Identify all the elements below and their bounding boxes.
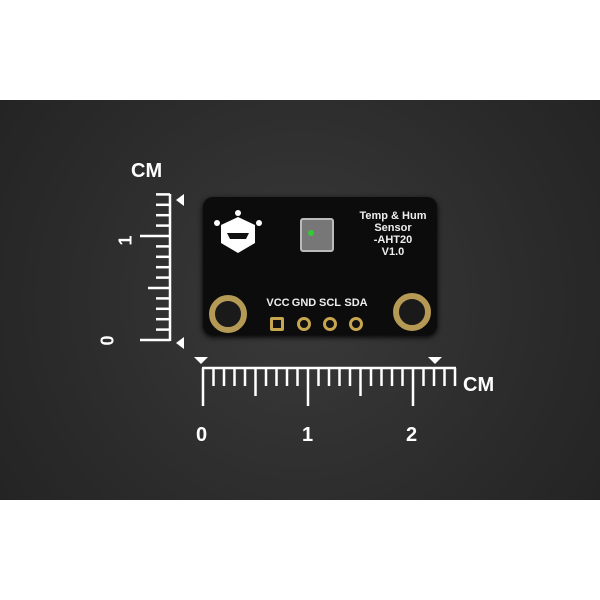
horizontal-ruler-unit: CM xyxy=(463,374,495,396)
title-line: V1.0 xyxy=(381,246,405,258)
triangle-marker-icon xyxy=(194,357,208,364)
triangle-marker-icon xyxy=(428,357,442,364)
pin-label-vcc: VCC xyxy=(266,297,290,309)
pin-label-scl: SCL xyxy=(319,297,341,309)
board-title: Temp & Hum Sensor -AHT20 V1.0 xyxy=(353,210,433,258)
pin-gnd xyxy=(297,317,311,331)
pin-sda xyxy=(349,317,363,331)
pin-label-gnd: GND xyxy=(291,297,317,309)
vertical-ruler-label-0: 0 xyxy=(97,335,118,346)
title-line: -AHT20 xyxy=(373,234,413,246)
vertical-ruler-unit: CM xyxy=(131,160,163,182)
pin-vcc xyxy=(270,317,284,331)
sensor-board: Temp & Hum Sensor -AHT20 V1.0 VCC GND SC… xyxy=(203,197,437,335)
pin-label-sda: SDA xyxy=(344,297,368,309)
title-line: Sensor xyxy=(374,222,412,234)
mounting-hole-left xyxy=(209,295,247,333)
triangle-marker-icon xyxy=(176,337,184,349)
dfrobot-logo-icon xyxy=(214,210,262,253)
horizontal-ruler-label-2: 2 xyxy=(406,424,418,446)
triangle-marker-icon xyxy=(176,194,184,206)
mounting-hole-right xyxy=(393,293,431,331)
horizontal-ruler-label-0: 0 xyxy=(196,424,208,446)
vertical-ruler-label-1: 1 xyxy=(115,235,136,246)
title-line: Temp & Hum xyxy=(359,210,427,222)
pin-scl xyxy=(323,317,337,331)
sensor-chip xyxy=(300,218,334,252)
horizontal-ruler-label-1: 1 xyxy=(302,424,314,446)
